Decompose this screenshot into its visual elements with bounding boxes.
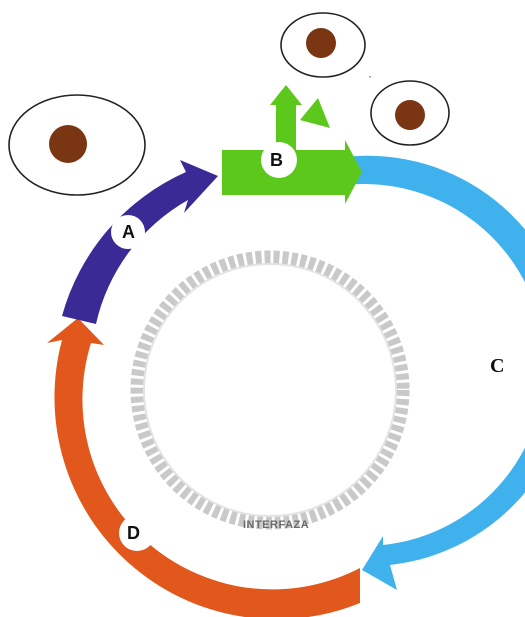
marker-b: B (261, 142, 297, 178)
phase-b-arrow (222, 85, 362, 204)
daughter-cell-right-nucleus (395, 100, 425, 130)
marker-d: D (119, 515, 155, 551)
marker-c: C (481, 346, 519, 384)
interphase-ring (130, 250, 410, 530)
phase-a-arrow (62, 160, 218, 324)
marker-d-label: D (127, 523, 140, 543)
interphase-label: INTERFAZA (243, 519, 309, 531)
interphase-ring-inner-shade (143, 263, 397, 517)
marker-a: A (111, 215, 145, 249)
plus-sign: · (368, 69, 372, 83)
marker-b-label: B (270, 150, 283, 170)
parent-cell-nucleus (49, 125, 87, 163)
marker-a-label: A (122, 222, 135, 242)
phase-d-arrow (47, 318, 360, 617)
marker-c-label: C (490, 355, 504, 377)
daughter-cell-top-nucleus (306, 28, 336, 58)
